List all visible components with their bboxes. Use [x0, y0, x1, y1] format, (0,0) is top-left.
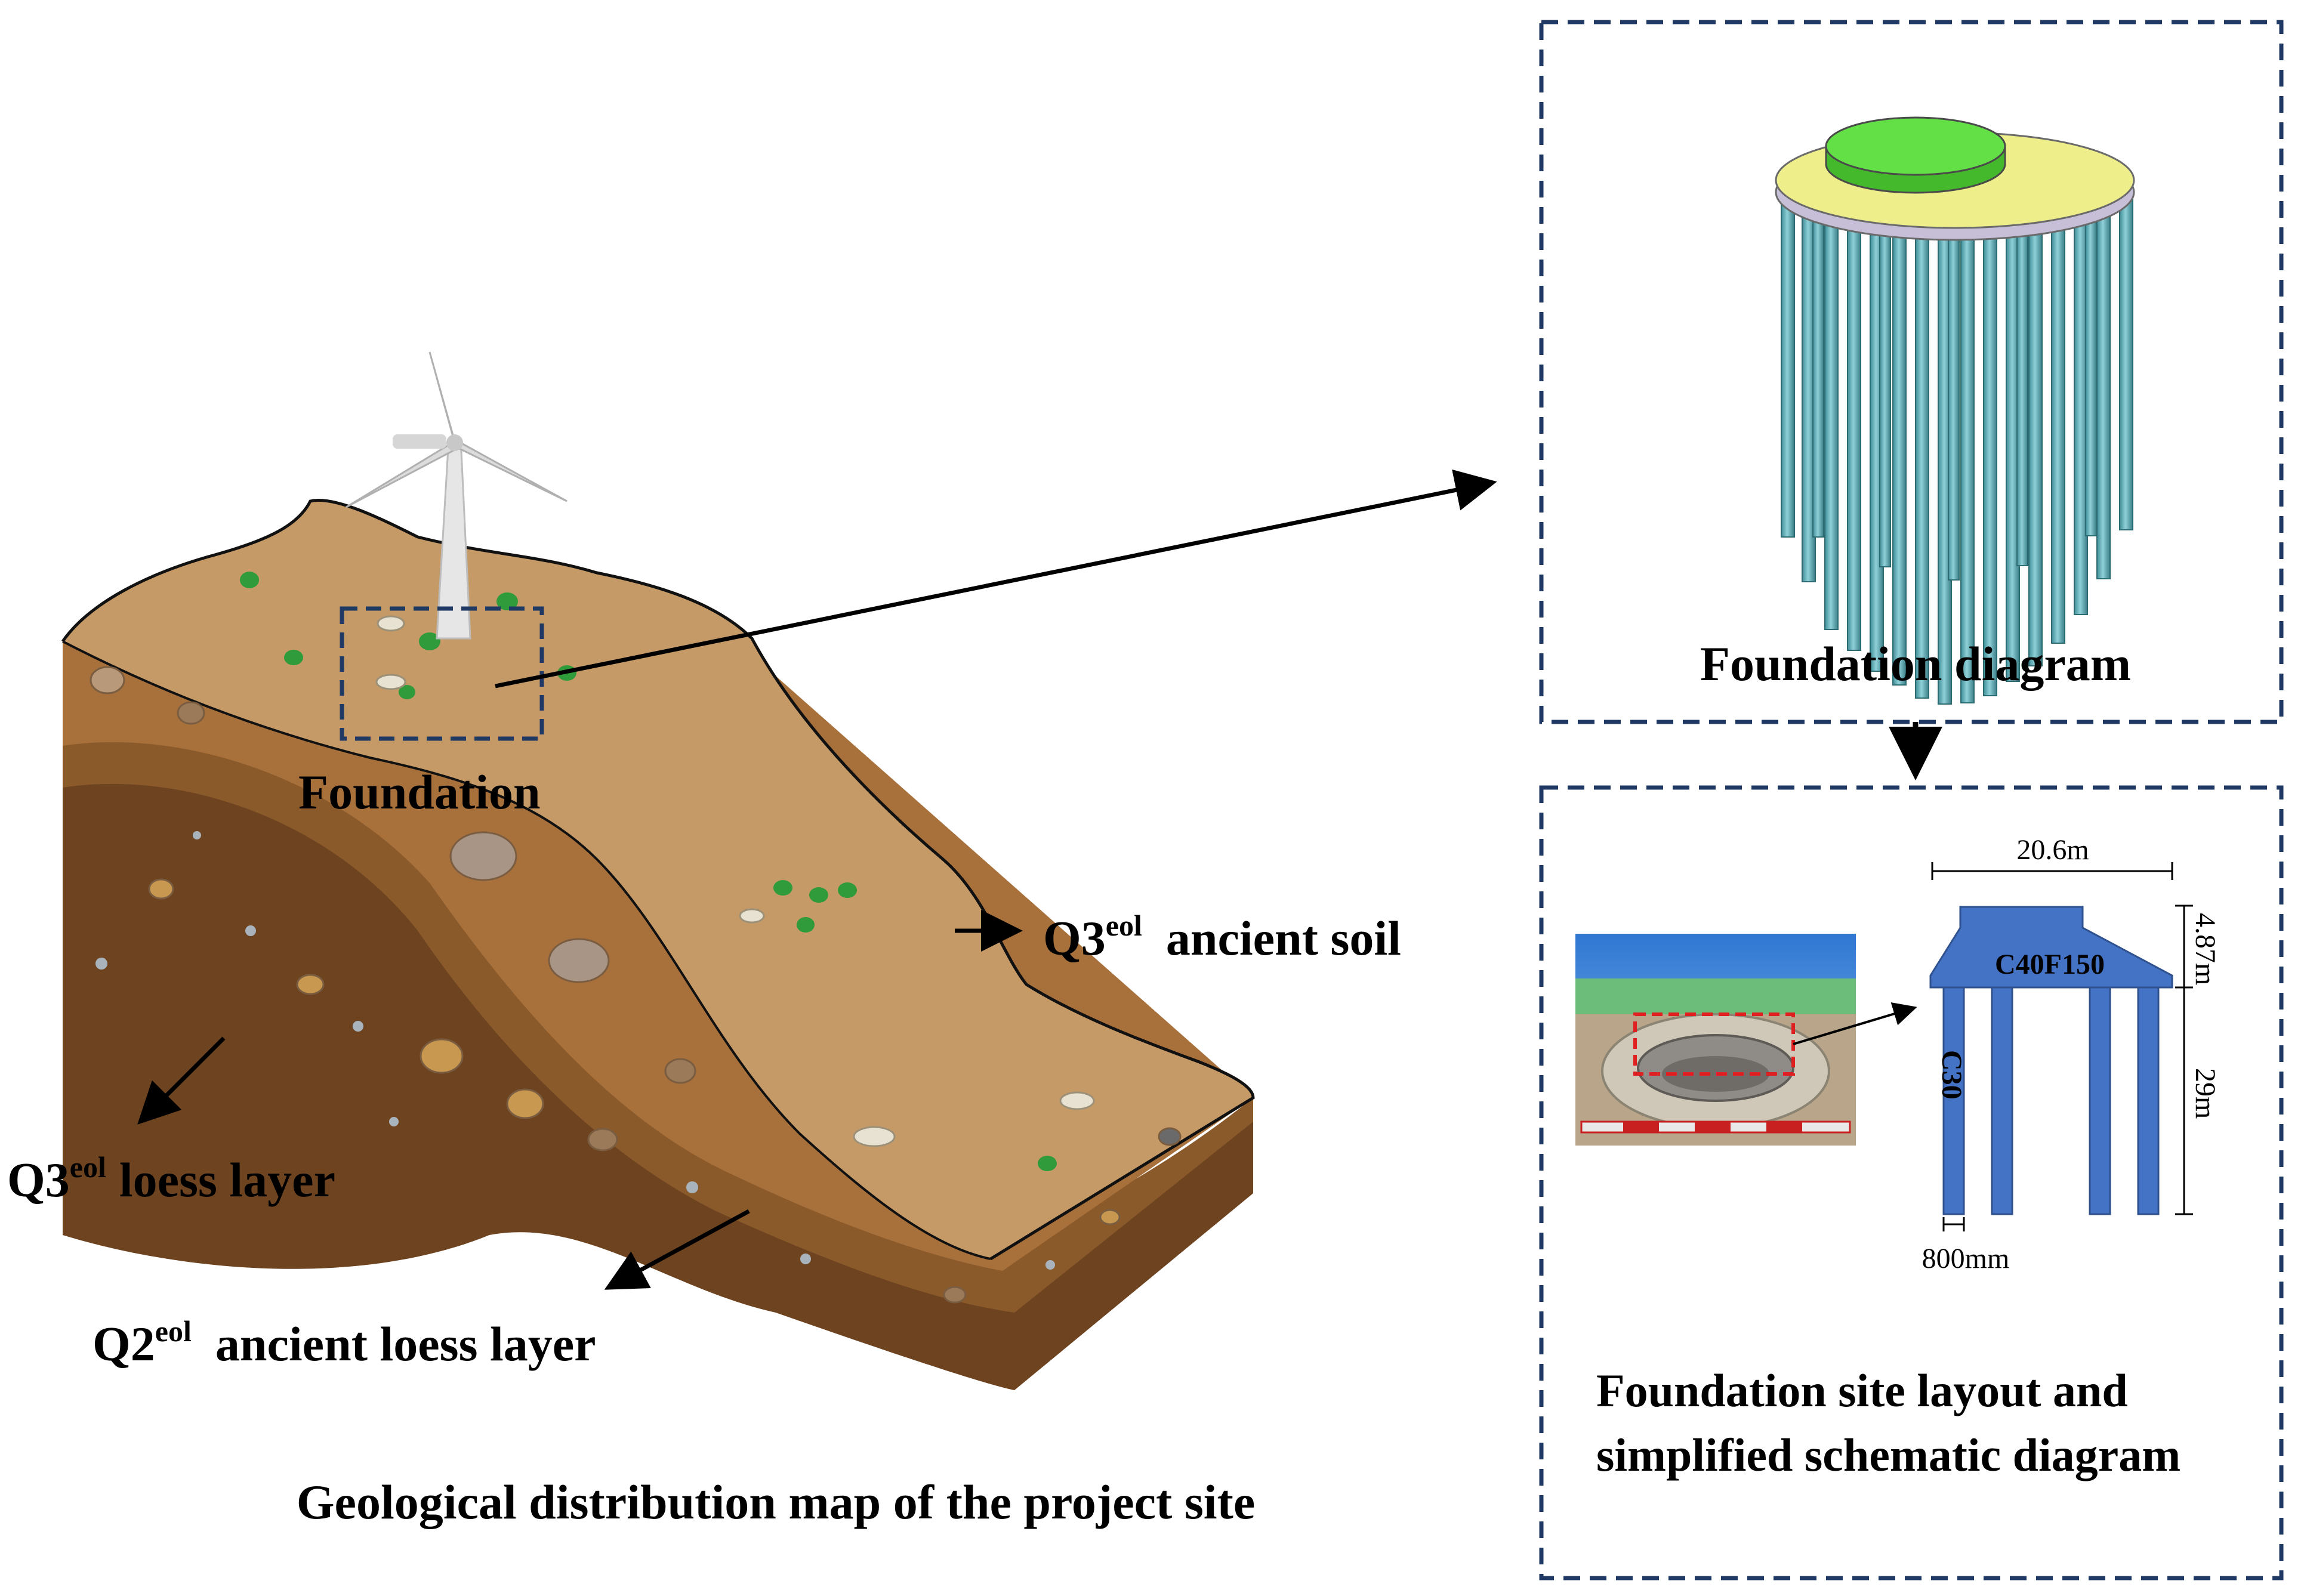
foundation-highlight-box: [340, 606, 544, 741]
layout-panel-box: [1539, 785, 2284, 1580]
pebbles: [95, 831, 1055, 1270]
wind-turbine: [346, 351, 568, 640]
pile-1: [1942, 986, 1965, 1215]
foundation-diagram-caption: Foundation diagram: [1700, 637, 2131, 691]
site-photo: [1575, 934, 1856, 1146]
pile-concrete-label: C30: [1936, 1050, 1967, 1100]
geological-block: [61, 351, 1255, 1390]
piles: [1781, 189, 2133, 705]
pile-length-dimension: 29m: [2189, 1068, 2221, 1119]
layout-caption-line2: simplified schematic diagram: [1596, 1429, 2180, 1481]
foundation-3d-model: [1775, 116, 2135, 705]
shrubs: [240, 572, 1057, 1171]
foundation-schematic: C40F150 C30 20.6m 4.87m 29m 800mm: [1922, 834, 2221, 1274]
slope-edge: [62, 640, 991, 1260]
width-dimension: 20.6m: [2016, 834, 2089, 866]
cap-height-dimension: 4.87m: [2189, 913, 2221, 985]
photo-to-schematic-arrow: [1793, 1002, 1917, 1045]
cap-concrete-label: C40F150: [1995, 949, 2105, 980]
ground-surface: [63, 500, 1253, 1259]
loess-layer-arrow: [137, 1036, 226, 1125]
foundation-leader-arrow: [495, 469, 1497, 689]
pile-cap: [1929, 906, 2173, 989]
layout-caption-line1: Foundation site layout and: [1596, 1365, 2128, 1416]
rock-clusters: [375, 615, 1095, 1147]
pile-4: [2137, 986, 2160, 1215]
foundation-label: Foundation: [298, 765, 541, 819]
site-caption: Geological distribution map of the proje…: [297, 1475, 1255, 1529]
pile-3: [2089, 986, 2111, 1215]
foundation-diagram-box: [1539, 20, 2284, 724]
pile-diameter-dimension: 800mm: [1922, 1243, 2010, 1274]
block-outline: [61, 499, 1255, 1261]
stones: [90, 666, 1182, 1304]
pile-2: [1991, 986, 2013, 1215]
ancient-loess-arrow: [604, 1209, 750, 1290]
